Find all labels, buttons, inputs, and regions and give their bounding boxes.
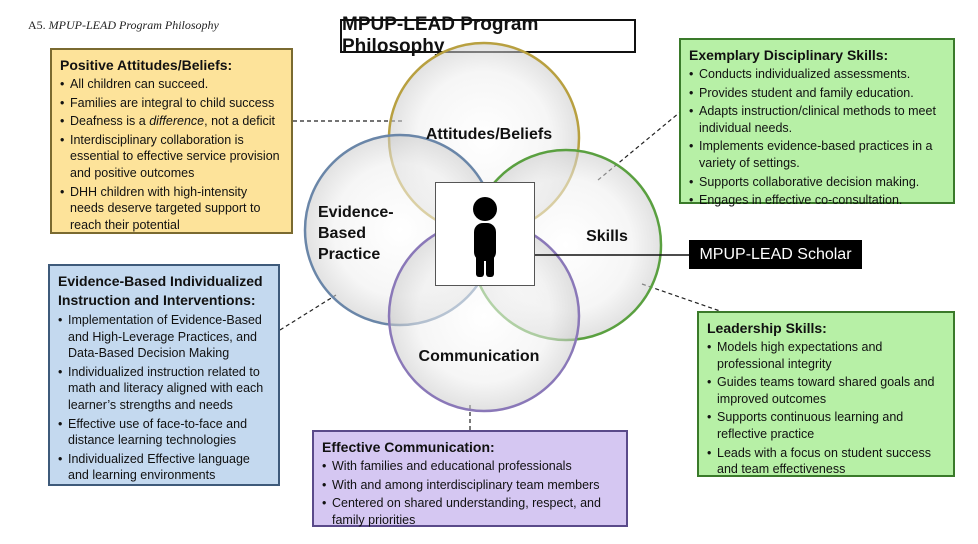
figure-caption: A5. MPUP-LEAD Program Philosophy	[28, 18, 219, 33]
exemplary-item: Conducts individualized assessments.	[689, 66, 945, 83]
exemplary-item: Engages in effective co-consultation.	[689, 192, 945, 209]
label-evidence-based-practice: Evidence- Based Practice	[318, 202, 418, 265]
evidence-item: Implementation of Evidence-Based and Hig…	[58, 312, 270, 362]
leadership-list: Models high expectations and professiona…	[707, 339, 945, 478]
attitudes-box: Positive Attitudes/Beliefs: All children…	[50, 48, 293, 234]
exemplary-skills-box: Exemplary Disciplinary Skills: Conducts …	[679, 38, 955, 208]
attitudes-item: Families are integral to child success	[60, 95, 283, 112]
caption-title: MPUP-LEAD Program Philosophy	[48, 18, 219, 32]
evidence-based-box: Evidence-Based Individualized Instructio…	[48, 264, 280, 486]
evidence-list: Implementation of Evidence-Based and Hig…	[58, 312, 270, 484]
leadership-item: Models high expectations and professiona…	[707, 339, 945, 372]
attitudes-item3-emphasis: difference	[149, 114, 205, 129]
communication-box-title: Effective Communication:	[322, 439, 495, 455]
exemplary-box-title: Exemplary Disciplinary Skills:	[689, 47, 889, 63]
attitudes-item: All children can succeed.	[60, 76, 283, 93]
label-attitudes-beliefs: Attitudes/Beliefs	[425, 126, 553, 143]
label-evidence-line2: Based	[318, 225, 367, 242]
leadership-box-title: Leadership Skills:	[707, 320, 827, 336]
scholar-label: MPUP-LEAD Scholar	[689, 240, 862, 269]
caption-prefix: A5.	[28, 18, 46, 32]
leadership-item: Supports continuous learning and reflect…	[707, 409, 945, 442]
leadership-item: Guides teams toward shared goals and imp…	[707, 374, 945, 407]
scholar-figure-box	[435, 182, 535, 286]
label-communication: Communication	[418, 348, 540, 365]
communication-item: With families and educational profession…	[322, 458, 618, 475]
attitudes-item: DHH children with high-intensity needs d…	[60, 184, 283, 234]
label-evidence-line3: Practice	[318, 246, 381, 263]
attitudes-list: All children can succeed. Families are i…	[60, 76, 283, 233]
exemplary-item: Adapts instruction/clinical methods to m…	[689, 103, 945, 136]
label-skills: Skills	[586, 228, 628, 245]
attitudes-item3-after: , not a deficit	[204, 114, 275, 129]
communication-box: Effective Communication: With families a…	[312, 430, 628, 527]
connector-evidence	[279, 294, 337, 331]
communication-list: With families and educational profession…	[322, 458, 618, 528]
attitudes-item: Deafness is a difference, not a deficit	[60, 113, 283, 130]
leadership-skills-box: Leadership Skills: Models high expectati…	[697, 311, 955, 477]
evidence-box-title: Evidence-Based Individualized Instructio…	[58, 273, 263, 308]
communication-item: With and among interdisciplinary team me…	[322, 477, 618, 494]
exemplary-list: Conducts individualized assessments. Pro…	[689, 66, 945, 209]
exemplary-item: Supports collaborative decision making.	[689, 174, 945, 191]
label-evidence-line1: Evidence-	[318, 204, 394, 221]
evidence-item: Individualized instruction related to ma…	[58, 364, 270, 414]
evidence-item: Effective use of face-to-face and distan…	[58, 416, 270, 449]
person-icon	[473, 197, 497, 277]
connector-leadership	[641, 283, 721, 312]
evidence-item: Individualized Effective language and le…	[58, 451, 270, 484]
attitudes-item3-before: Deafness is a	[70, 114, 150, 129]
exemplary-item: Implements evidence-based practices in a…	[689, 138, 945, 171]
exemplary-item: Provides student and family education.	[689, 85, 945, 102]
leadership-item: Leads with a focus on student success an…	[707, 445, 945, 478]
attitudes-item: Interdisciplinary collaboration is essen…	[60, 132, 283, 182]
communication-item: Centered on shared understanding, respec…	[322, 495, 618, 528]
attitudes-box-title: Positive Attitudes/Beliefs:	[60, 57, 233, 73]
